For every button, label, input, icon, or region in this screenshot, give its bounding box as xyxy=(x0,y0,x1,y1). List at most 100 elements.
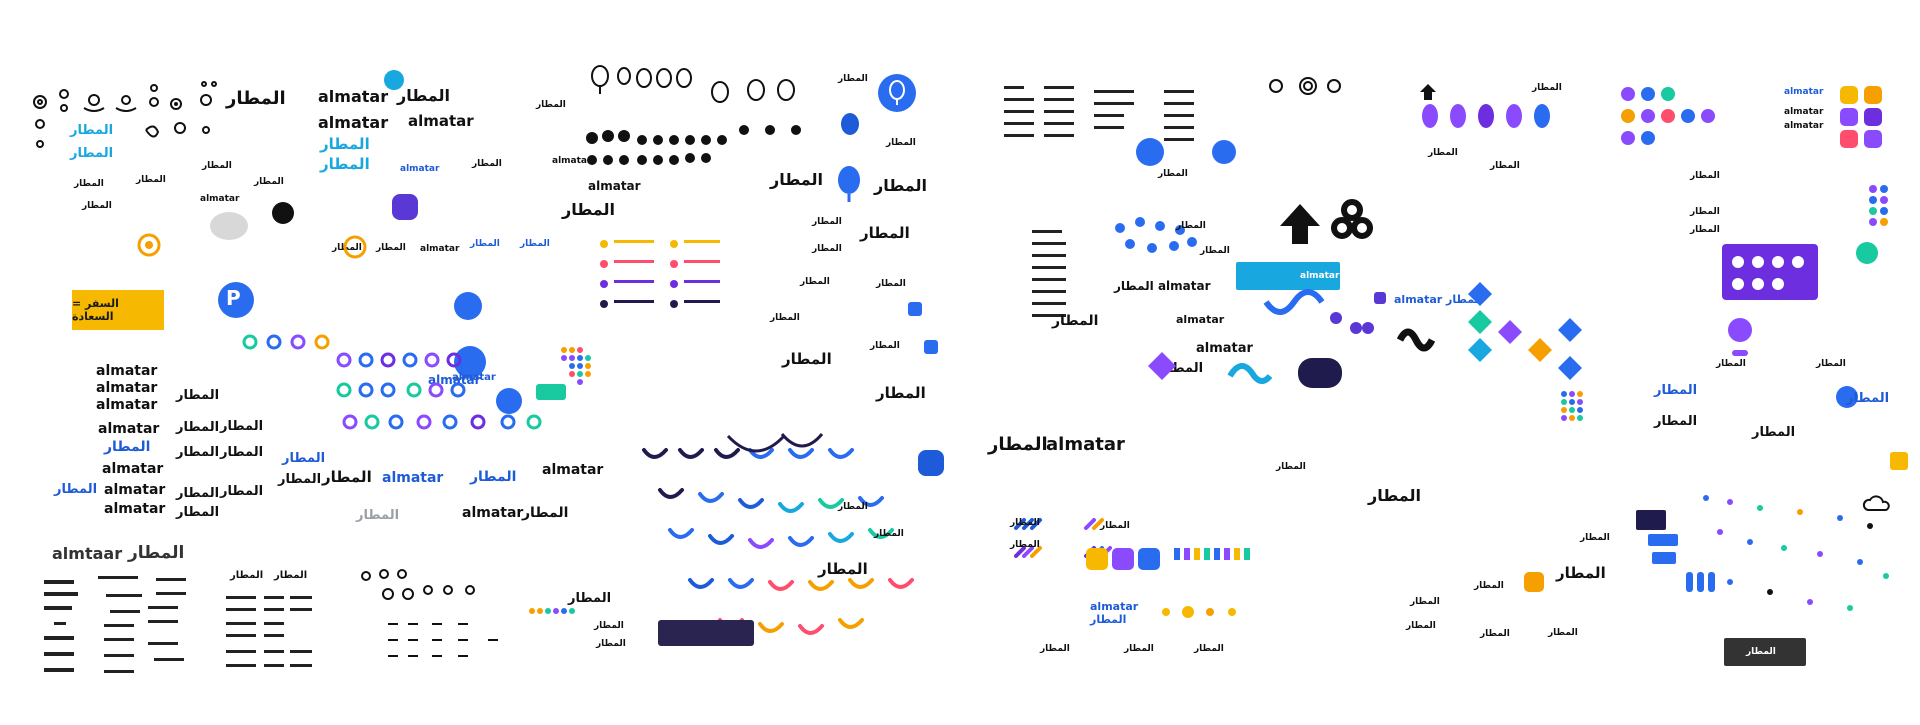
balloon-icon xyxy=(1148,352,1176,380)
balloon-icon-row xyxy=(591,65,795,103)
icon-preview-row xyxy=(1732,278,1784,290)
wordmark-arabic: المطار xyxy=(594,621,624,631)
wordmark-stencil-latin: almtaar xyxy=(52,544,123,563)
wordmark-arabic: المطار xyxy=(82,201,112,211)
wordmark-arabic: المطار xyxy=(54,482,98,497)
wordmark-arabic: المطار xyxy=(1410,597,1440,607)
wordmark-arabic: المطار xyxy=(1428,148,1458,158)
wordmark-arabic: المطار xyxy=(1010,518,1040,528)
wordmark-arabic: المطار xyxy=(520,239,550,249)
wordmark-arabic: المطار xyxy=(230,570,264,581)
app-icon-tile xyxy=(392,194,418,220)
wordmark-arabic: المطار xyxy=(472,159,502,169)
wordmark-arabic: المطار xyxy=(1276,462,1306,472)
wordmark-latin: almatar xyxy=(200,194,240,204)
wordmark-arabic: المطار xyxy=(1124,644,1154,654)
slogan-banner: السفر = السعادة xyxy=(72,290,164,330)
wordmark-latin: almatar xyxy=(102,461,164,477)
wordmark-arabic: المطار xyxy=(1474,581,1504,591)
wordmark-latin: almatar xyxy=(1046,434,1125,455)
icon-preview-card xyxy=(1722,244,1818,300)
wordmark-arabic: المطار xyxy=(1200,246,1230,256)
wordmark-arabic: المطار xyxy=(470,239,500,249)
wordmark-sketch-grid xyxy=(1032,230,1066,317)
app-icon-tile xyxy=(1374,292,1386,304)
swirl-icon-grid xyxy=(33,81,217,148)
app-icon-tile xyxy=(1112,548,1134,570)
wordmark-latin: almatar xyxy=(318,87,389,106)
color-dot xyxy=(454,292,482,320)
wordmark-arabic: المطار xyxy=(74,179,104,189)
wordmark-latin: almatar xyxy=(542,462,604,478)
wordmark-sketch-grid xyxy=(1004,86,1194,141)
color-dot-grid xyxy=(1703,495,1889,611)
color-bar-row xyxy=(1174,548,1250,560)
color-swatch xyxy=(1890,452,1908,470)
wordmark-arabic: المطار xyxy=(176,420,220,435)
swirl-icon xyxy=(1136,138,1164,166)
wordmark-arabic: المطار xyxy=(1052,313,1099,329)
wordmark-arabic: المطار xyxy=(1176,221,1206,231)
wordmark-latin: almatar xyxy=(96,380,158,396)
wordmark-arabic: المطار xyxy=(1746,647,1776,657)
wordmark-arabic: المطار xyxy=(220,419,264,434)
balloon-icon-row xyxy=(1422,104,1550,128)
wordmark-latin: almatar xyxy=(452,372,496,383)
wordmark-arabic: المطار xyxy=(1716,359,1746,369)
app-icon-tile xyxy=(1298,358,1342,388)
wordmark-arabic: المطار xyxy=(1654,414,1698,429)
wordmark-latin: almatar xyxy=(552,156,592,166)
arrow-up-icon xyxy=(1280,204,1320,244)
swirl-icon-cluster xyxy=(1115,217,1197,253)
wordmark-latin: almatar xyxy=(1300,271,1340,281)
wordmark-arabic: المطار xyxy=(1846,391,1890,406)
wordmark-arabic: المطار xyxy=(274,570,308,581)
wordmark-arabic: المطار xyxy=(770,313,800,323)
wordmark-arabic: المطار xyxy=(320,135,370,153)
wordmark-arabic: المطار xyxy=(136,175,166,185)
wordmark-arabic: المطار xyxy=(782,350,832,368)
wordmark-arabic: المطار xyxy=(1580,533,1610,543)
color-dot xyxy=(1836,386,1858,408)
wordmark-arabic: المطار xyxy=(1752,425,1796,440)
color-dot xyxy=(1350,322,1362,334)
wordmark-arabic: المطار xyxy=(596,639,626,649)
wordmark-arabic: المطار xyxy=(202,161,232,171)
wave-icon xyxy=(1396,328,1436,352)
cloud-icon xyxy=(1862,495,1890,511)
app-icon-tile xyxy=(1086,548,1108,570)
wordmark-arabic: المطار xyxy=(1090,613,1127,626)
wordmark-arabic: المطار xyxy=(876,279,906,289)
swirl-icon xyxy=(343,235,367,259)
balloon-icon xyxy=(841,113,859,135)
wordmark-arabic: المطار xyxy=(568,591,612,606)
balloon-icon xyxy=(838,166,860,202)
wordmark-latin: almatar xyxy=(400,164,440,174)
wordmark-arabic: المطار xyxy=(1690,171,1720,181)
location-pin-icon-row xyxy=(242,334,330,350)
wordmark-arabic: المطار xyxy=(838,74,868,84)
wordmark-latin: almatar xyxy=(1090,600,1139,613)
location-pin-icon-row xyxy=(1162,606,1236,618)
swirl-icon xyxy=(1331,199,1373,239)
wordmark-arabic: المطار xyxy=(376,243,406,253)
wordmark-latin: almatar xyxy=(1784,107,1824,117)
color-dot xyxy=(1856,242,1878,264)
wordmark-arabic: المطار xyxy=(220,445,264,460)
swirl-icon-grid xyxy=(1269,77,1436,100)
wordmark-arabic: المطار xyxy=(874,529,904,539)
location-pin-icon-row xyxy=(336,352,542,430)
wordmark-latin: almatar xyxy=(1784,121,1824,131)
color-dot-grid xyxy=(561,347,591,385)
wordmark-arabic: المطار xyxy=(988,434,1048,455)
wordmark-arabic: المطار xyxy=(278,472,322,487)
wordmark-arabic: المطار xyxy=(1158,169,1188,179)
wordmark-latin: almatar xyxy=(104,501,166,517)
wordmark-latin: almatar xyxy=(318,113,389,132)
wordmark-arabic: المطار xyxy=(1690,225,1720,235)
app-icon-tile xyxy=(1524,572,1544,592)
wordmark-arabic: المطار xyxy=(220,484,264,499)
wordmark-arabic: المطار xyxy=(176,505,220,520)
wordmark-arabic: المطار xyxy=(876,384,926,402)
